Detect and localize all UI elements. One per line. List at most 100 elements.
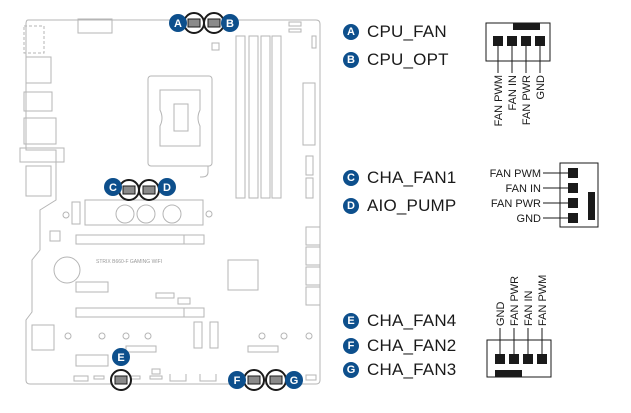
callout-cha-fan1: C <box>104 178 140 201</box>
pin-label: FAN PWR <box>521 75 533 125</box>
io-port-5 <box>19 147 65 163</box>
pcie-x1-slot-1 <box>193 321 203 349</box>
fan-header-connector <box>269 375 283 385</box>
callout-cha-fan4: E <box>110 348 132 391</box>
legend-label: CHA_FAN1 <box>367 168 457 187</box>
fan-header-connector <box>187 18 201 28</box>
callout-badge <box>169 14 187 32</box>
pin-label: GND <box>495 302 507 327</box>
callout-aio-pump: D <box>138 178 176 201</box>
pin-fan-pwm: FAN PWM <box>490 168 578 180</box>
pin-fan-pwr: FAN PWR <box>521 36 533 125</box>
callout-cha-fan2: F <box>228 369 265 391</box>
callout-cpu-fan: A <box>169 12 205 34</box>
cha-fan1-pinout: FAN PWM FAN IN FAN PWR GND <box>490 162 599 228</box>
legend-label: AIO_PUMP <box>367 196 457 215</box>
fan-header-connector <box>247 375 261 385</box>
badge-g: G <box>343 362 359 378</box>
fan-header-connector <box>122 185 136 195</box>
header <box>155 292 175 299</box>
io-port-4 <box>23 117 57 145</box>
legend-label: CPU_FAN <box>367 22 447 41</box>
callout-letter: G <box>290 375 299 387</box>
callout-badge <box>158 178 176 196</box>
pin-gnd: GND <box>535 36 547 99</box>
bottom-header <box>93 375 105 380</box>
callout-badge <box>112 348 130 366</box>
legend-label: CPU_OPT <box>367 50 449 69</box>
bottom-header <box>73 375 89 382</box>
callout-letter: E <box>117 352 124 364</box>
pin-label: FAN PWR <box>509 276 521 326</box>
badge-c: C <box>343 170 359 186</box>
pin-gnd: GND <box>495 302 507 364</box>
pin-fan-in: FAN IN <box>507 36 519 110</box>
right-slot-2 <box>305 246 321 266</box>
legend-item-cha-fan2: F CHA_FAN2 <box>343 336 456 356</box>
badge-b: B <box>343 52 359 68</box>
dimm-slot-1 <box>235 35 246 199</box>
sound-chip <box>31 324 55 351</box>
pin-label: FAN PWM <box>493 75 505 126</box>
io-port-1 <box>23 25 45 54</box>
right-slot-3 <box>305 266 321 286</box>
m2-slot <box>71 201 81 225</box>
board-model-text: STRIX B660-F GAMING WIFI <box>96 259 162 265</box>
eps-connector <box>77 18 113 34</box>
bottom-header <box>151 368 161 375</box>
callout-cpu-opt: B <box>203 12 239 34</box>
legend-item-cha-fan4: E CHA_FAN4 <box>343 311 456 331</box>
component <box>211 42 220 51</box>
pcie-slot-1-end <box>184 234 205 245</box>
callout-letter: F <box>234 375 241 387</box>
bottom-header <box>305 374 317 381</box>
io-port-6 <box>25 165 52 197</box>
pin-label: FAN PWM <box>537 275 549 326</box>
header <box>177 297 191 305</box>
chipset <box>227 259 259 291</box>
legend-label: CHA_FAN4 <box>367 311 457 330</box>
component <box>75 354 109 367</box>
pin-fan-pwr: FAN PWR <box>491 198 578 210</box>
callout-letter: A <box>174 18 182 30</box>
io-port-3 <box>23 91 53 112</box>
pin-label: FAN IN <box>523 290 535 326</box>
pin-label: GND <box>535 75 547 100</box>
pin-label: FAN PWM <box>490 168 541 180</box>
io-port-2 <box>25 56 52 84</box>
legend-item-cpu-opt: B CPU_OPT <box>343 50 449 70</box>
pin-fan-in: FAN IN <box>506 183 578 195</box>
fan-header-connector <box>142 185 156 195</box>
cpu-lever <box>200 166 209 178</box>
badge-a: A <box>343 24 359 40</box>
pin-label: GND <box>517 213 542 225</box>
badge-e: E <box>343 313 359 329</box>
callout-letter: B <box>226 18 234 30</box>
pin-fan-pwm: FAN PWM <box>493 36 505 126</box>
pin-gnd: GND <box>517 213 578 225</box>
badge-d: D <box>343 198 359 214</box>
callout-cha-fan3: G <box>265 369 303 391</box>
dimm-slot-4 <box>271 35 282 199</box>
callout-letter: D <box>163 182 171 194</box>
legend-item-aio-pump: D AIO_PUMP <box>343 196 456 216</box>
callout-badge <box>221 14 239 32</box>
cmos-battery <box>53 256 81 284</box>
pin-label: FAN PWR <box>491 198 541 210</box>
header-small-2 <box>288 28 302 33</box>
header-small <box>288 21 302 27</box>
badge-f: F <box>343 338 359 354</box>
component <box>49 230 61 242</box>
pin-label: FAN IN <box>506 183 542 195</box>
front-usb-header <box>125 345 157 353</box>
right-slot-4 <box>305 286 321 306</box>
fan-header-connector <box>207 18 221 28</box>
pin-fan-pwm: FAN PWM <box>537 275 549 364</box>
cpu-socket-inner <box>159 89 201 147</box>
bottom-header <box>149 375 163 380</box>
front-usb-header-2 <box>247 345 279 353</box>
legend-item-cha-fan3: G CHA_FAN3 <box>343 360 456 380</box>
pcie-slot-2 <box>75 307 185 318</box>
pcie-slot-2-end <box>184 307 205 318</box>
